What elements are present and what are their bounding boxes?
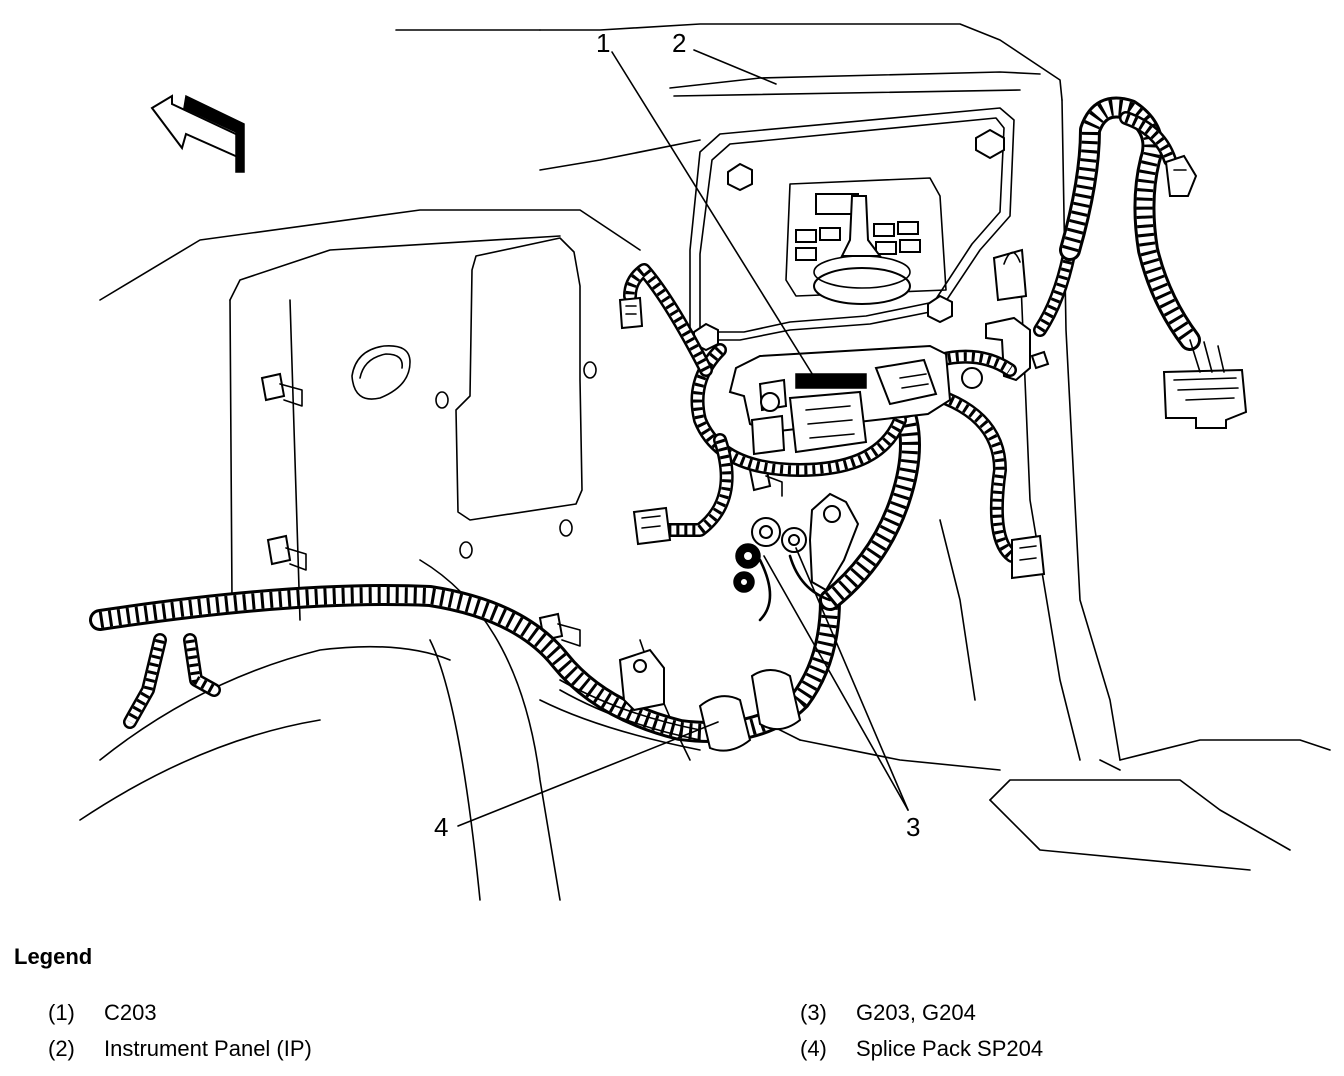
legend-item-4: (4) Splice Pack SP204 <box>800 1036 1043 1062</box>
wheel-house <box>79 645 451 821</box>
legend-item-number: (4) <box>800 1036 827 1061</box>
callout-2: 2 <box>672 28 686 58</box>
body-structure <box>99 23 1331 901</box>
callout-1: 1 <box>596 28 610 58</box>
legend-item-label: G203, G204 <box>856 1000 976 1025</box>
legend-item-label: Instrument Panel (IP) <box>104 1036 312 1061</box>
callout-4: 4 <box>434 812 448 842</box>
direction-arrow <box>150 94 245 173</box>
legend-item-label: C203 <box>104 1000 157 1025</box>
legend-item-number: (3) <box>800 1000 827 1025</box>
legend: Legend (1)C203 (2)Instrument Panel (IP) … <box>14 944 1330 1074</box>
callout-3: 3 <box>906 812 920 842</box>
access-panel <box>351 237 597 559</box>
ground-terminals <box>733 492 860 622</box>
legend-item-2: (2) Instrument Panel (IP) <box>48 1036 312 1062</box>
main-harness <box>89 96 1201 751</box>
splice-pack <box>618 648 802 752</box>
legend-item-number: (1) <box>48 1000 75 1025</box>
connectors <box>618 154 1248 580</box>
wiring-diagram: 1 2 3 4 <box>79 23 1331 901</box>
leader-lines <box>457 49 909 827</box>
instrument-panel-plate <box>689 107 1015 352</box>
legend-item-1: (1) C203 <box>48 1000 157 1026</box>
legend-item-number: (2) <box>48 1036 75 1061</box>
legend-title: Legend <box>14 944 93 969</box>
latch-bracket <box>985 248 1050 382</box>
legend-item-3: (3) G203, G204 <box>800 1000 976 1026</box>
legend-item-label: Splice Pack SP204 <box>856 1036 1044 1061</box>
